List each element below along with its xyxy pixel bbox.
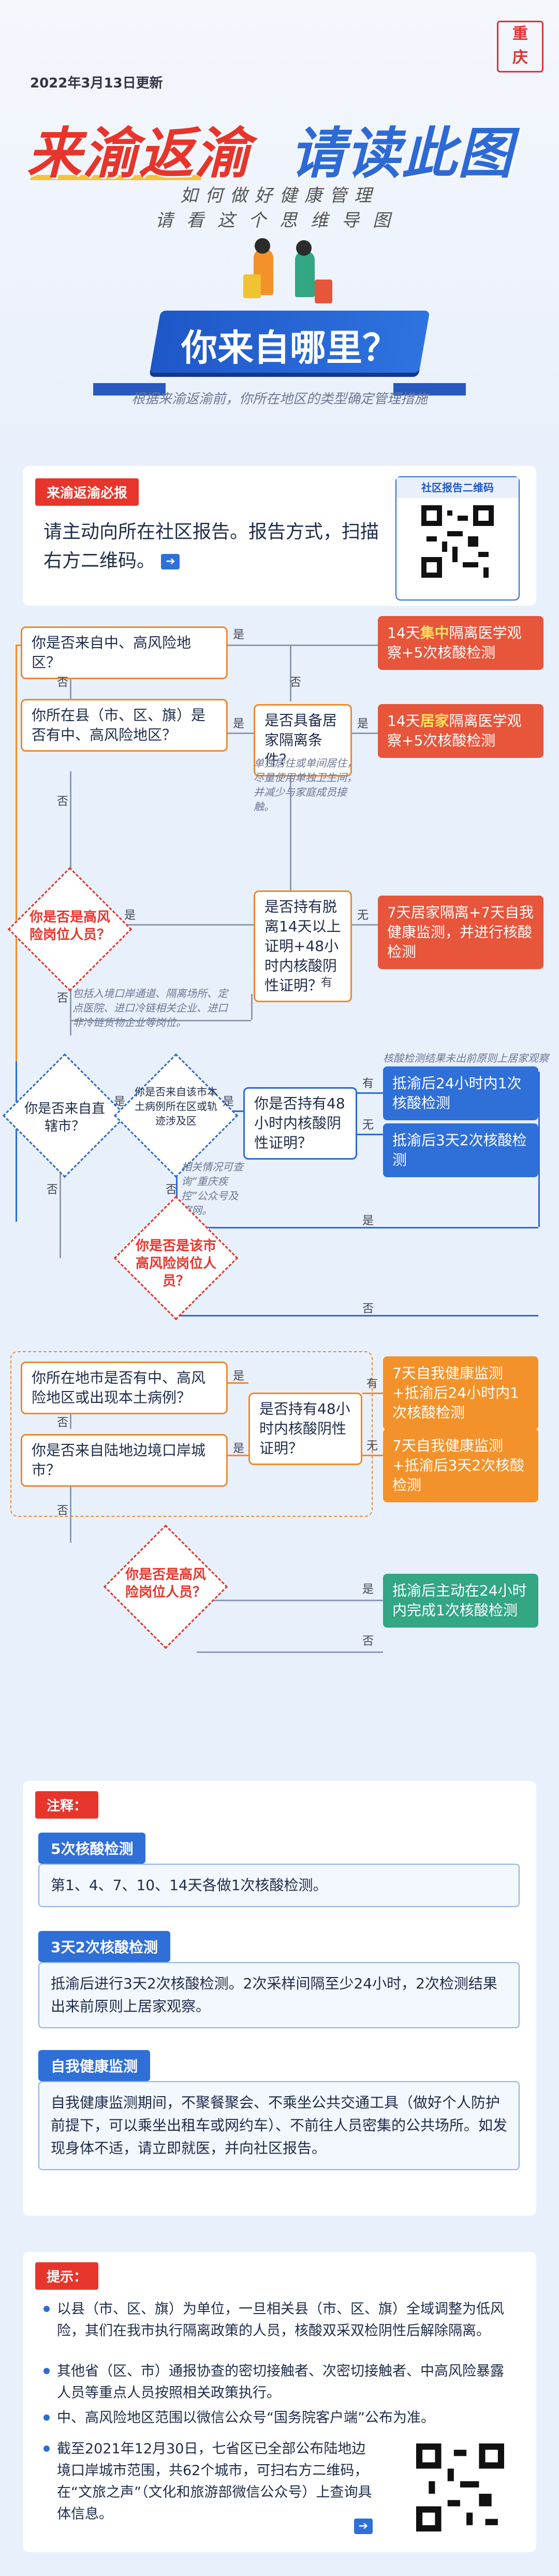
question-border-city: 你是否来自陆地边境口岸城市？ <box>21 1434 228 1487</box>
note-text-3-day-2-tests: 抵渝后进行3天2次核酸检测。2次采样间隔至少24小时，2次检测结果出来前原则上居… <box>38 1962 520 2028</box>
label-none: 无 <box>357 909 369 922</box>
report-text: 请主动向所在社区报告。报告方式，扫描右方二维码。 ➔ <box>43 518 380 576</box>
label-yes: 是 <box>233 628 245 641</box>
label-no: 否 <box>57 795 69 808</box>
question-home-isolation: 是否具备居家隔离条件？ <box>254 704 352 777</box>
decision-case-district: 你是否来自该市本土病例所在区或轨迹涉及区 <box>135 1086 217 1127</box>
label-have: 有 <box>321 976 333 989</box>
result-14-day-central: 14天集中隔离医学观察+5次核酸检测 <box>378 616 543 670</box>
question-14-day-proof: 是否持有脱离14天以上证明+48小时内核酸阴性证明？ <box>254 890 352 1002</box>
update-date: 2022年3月13日更新 <box>30 76 163 91</box>
label-yes: 是 <box>233 1442 245 1455</box>
banner-stripe-right <box>393 383 466 396</box>
question-city-cases: 你所在地市是否有中、高风险地区或出现本土病例？ <box>21 1362 228 1414</box>
label-no: 否 <box>290 676 302 689</box>
label-yes: 是 <box>233 718 245 730</box>
label-yes: 是 <box>362 1214 374 1227</box>
question-48h-proof-2: 是否持有48小时内核酸阴性证明？ <box>248 1393 362 1465</box>
label-none: 无 <box>362 1119 374 1132</box>
community-qr-card[interactable]: 社区报告二维码 <box>395 476 520 601</box>
flowchart: 你是否来自中、高风险地区？ 是 否 14天集中隔离医学观察+5次核酸检测 你所在… <box>0 616 559 1765</box>
result-7-day-home: 7天居家隔离+7天自我健康监测，并进行核酸检测 <box>378 896 543 969</box>
decision-high-risk-job: 你是否是高风险岗位人员？ <box>29 910 110 943</box>
label-no: 否 <box>57 1416 69 1429</box>
label-yes: 是 <box>223 1095 234 1108</box>
question-high-risk-area: 你是否来自中、高风险地区？ <box>21 626 228 679</box>
label-yes: 是 <box>114 1095 126 1108</box>
decision-high-risk-job-2: 你是否是高风险岗位人员？ <box>125 1567 206 1600</box>
travellers-illustration <box>243 238 336 311</box>
subtitle-line2: 请看这个思维导图 <box>155 210 404 231</box>
title-blue: 请读此图 <box>290 122 513 185</box>
label-yes: 是 <box>124 909 136 922</box>
note-text-5-tests: 第1、4、7、10、14天各做1次核酸检测。 <box>38 1864 520 1907</box>
question-48h-proof: 你是否持有48小时内核酸阴性证明？ <box>243 1087 357 1160</box>
result-24h-test: 抵渝后24小时内1次核酸检测 <box>383 1066 538 1120</box>
notes-section: 注释： 5次核酸检测 第1、4、7、10、14天各做1次核酸检测。 3天2次核酸… <box>23 1781 536 2216</box>
note-text-self-monitor: 自我健康监测期间，不聚餐聚会、不乘坐公共交通工具（做好个人防护前提下，可以乘坐出… <box>38 2081 520 2170</box>
label-no: 否 <box>47 1183 58 1196</box>
label-no: 否 <box>57 1504 69 1517</box>
result-7-day-monitor-24h: 7天自我健康监测+抵渝后24小时内1次核酸检测 <box>383 1356 538 1430</box>
banner-stripe-left <box>93 383 166 396</box>
question-municipality: 你是否来自直辖市？ <box>24 1101 105 1134</box>
qr-title: 社区报告二维码 <box>396 477 519 498</box>
label-yes: 是 <box>362 1583 374 1596</box>
label-no: 否 <box>362 1635 374 1648</box>
result-7-day-monitor-3day: 7天自我健康监测+抵渝后3天2次核酸检测 <box>383 1429 538 1502</box>
label-yes: 是 <box>357 718 369 730</box>
arrow-right-icon: ➔ <box>354 2519 373 2534</box>
header-note: 根据来渝返渝前，你所在地区的类型确定管理措施 <box>131 391 428 407</box>
result-self-24h-test: 抵渝后主动在24小时内完成1次核酸检测 <box>383 1574 538 1628</box>
tip-item: 其他省（区、市）通报协查的密切接触者、次密切接触者、中高风险暴露人员等重点人员按… <box>43 2361 509 2404</box>
report-card: 来渝返渝必报 请主动向所在社区报告。报告方式，扫描右方二维码。 ➔ 社区报告二维… <box>23 466 536 606</box>
label-no: 否 <box>57 676 69 689</box>
tip-item: 以县（市、区、旗）为单位，一旦相关县（市、区、旗）全域调整为低风险，其们在我市执… <box>43 2299 509 2342</box>
note-high-risk-jobs: 包括入境口岸通道、隔离场所、定点医院、进口冷链相关企业、进口非冷链货物企业等岗位… <box>72 987 228 1029</box>
note-title-3-day-2-tests: 3天2次核酸检测 <box>38 1931 170 1962</box>
note-title-self-monitor: 自我健康监测 <box>38 2050 151 2081</box>
tips-tag: 提示： <box>35 2262 99 2290</box>
label-no: 否 <box>362 1302 374 1315</box>
arrow-right-icon: ➔ <box>161 554 180 569</box>
label-have: 有 <box>362 1077 374 1090</box>
question-county-risk: 你所在县（市、区、旗）是否有中、高风险地区？ <box>21 699 228 752</box>
label-no: 否 <box>57 992 69 1005</box>
report-tag: 来渝返渝必报 <box>35 478 139 506</box>
decision-city-high-risk-job: 你是否是该市高风险岗位人员？ <box>135 1238 216 1289</box>
label-have: 有 <box>366 1378 378 1391</box>
title-red: 来渝返渝 <box>27 122 251 185</box>
tip-item: 截至2021年12月30日，七省区已全部公布陆地边境口岸城市范围，共62个城市，… <box>43 2438 375 2525</box>
label-none: 无 <box>366 1440 378 1453</box>
result-3-day-2-tests: 抵渝后3天2次核酸检测 <box>383 1123 538 1177</box>
chongqing-seal-logo: 重庆 <box>497 21 543 72</box>
note-result-pending: 核酸检测结果未出前原则上居家观察 <box>383 1052 549 1064</box>
label-no: 否 <box>166 1183 178 1196</box>
tips-section: 提示： 以县（市、区、旗）为单位，一旦相关县（市、区、旗）全域调整为低风险，其们… <box>23 2252 536 2552</box>
note-title-5-tests: 5次核酸检测 <box>38 1833 146 1864</box>
subtitle-line1: 如何做好健康管理 <box>180 185 379 206</box>
notes-tag: 注释： <box>35 1791 99 1819</box>
header-section: 重庆 2022年3月13日更新 来渝返渝 请读此图 如何做好健康管理 请看这个思… <box>0 0 559 466</box>
tip-item: 中、高风险地区范围以微信公众号“国务院客户端”公布为准。 <box>43 2407 509 2429</box>
result-14-day-home: 14天居家隔离医学观察+5次核酸检测 <box>378 704 543 758</box>
border-city-qr-icon[interactable] <box>416 2443 504 2531</box>
origin-banner-text: 你来自哪里？ <box>181 327 399 369</box>
note-check-cdc: 相关情况可查询“重庆疾控”公众号及官网。 <box>181 1161 243 1217</box>
report-body: 请主动向所在社区报告。报告方式，扫描右方二维码。 <box>43 521 379 572</box>
note-home-conditions: 单独居住或单间居住，尽量使用单独卫生间，并减少与家庭成员接触。 <box>254 757 357 813</box>
label-yes: 是 <box>233 1370 245 1383</box>
qr-code-icon[interactable] <box>421 505 494 578</box>
